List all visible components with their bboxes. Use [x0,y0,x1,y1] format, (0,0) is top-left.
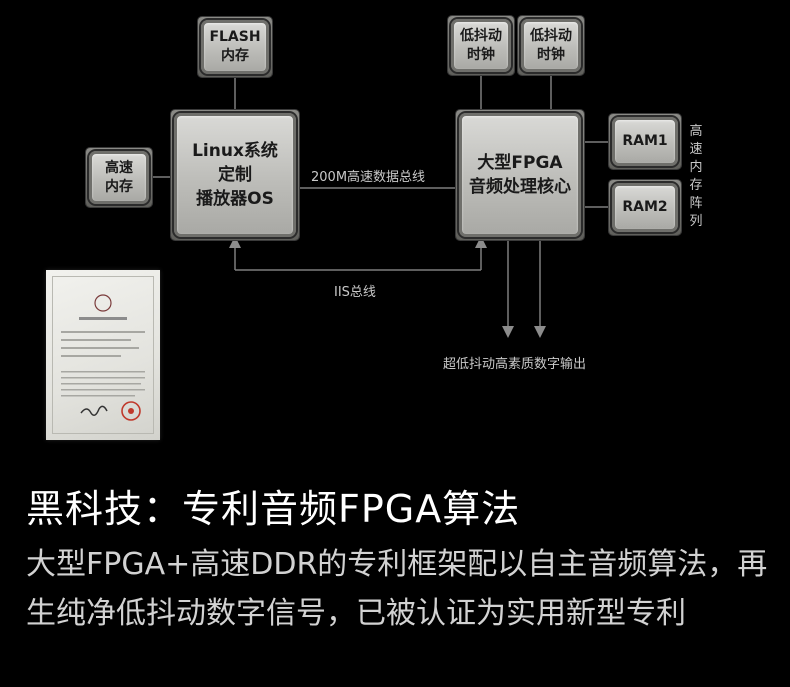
linux-os-label: Linux系统 定制 播放器OS [192,141,278,209]
high-speed-memory-label: 高速 内存 [105,159,133,195]
fpga-core-label: 大型FPGA 音频处理核心 [469,153,571,197]
system-block-diagram: FLASH 内存 低抖动 时钟 低抖动 时钟 高速 内存 Linux系统 定制 … [46,16,703,440]
ram2-box: RAM2 [612,183,678,232]
iis-bus-label: IIS总线 [334,285,376,300]
headline: 黑科技：专利音频FPGA算法 [26,487,521,531]
connector-lines [152,72,609,338]
patent-certificate-image [46,270,160,440]
low-jitter-clock-label-2: 低抖动 时钟 [530,27,572,63]
linux-os-box: Linux系统 定制 播放器OS [174,113,296,237]
low-jitter-clock-box-1: 低抖动 时钟 [451,19,511,72]
patent-certificate-drawing [61,294,145,421]
ram1-box: RAM1 [612,117,678,166]
ram1-label: RAM1 [622,133,668,149]
bus-200m-label: 200M高速数据总线 [311,170,426,185]
flash-memory-box: FLASH 内存 [201,20,269,74]
flash-memory-label: FLASH 内存 [209,29,261,64]
ram2-label: RAM2 [622,199,668,215]
low-jitter-clock-box-2: 低抖动 时钟 [521,19,581,72]
fpga-core-box: 大型FPGA 音频处理核心 [459,113,581,237]
high-speed-memory-box: 高速 内存 [89,151,149,204]
digital-output-label: 超低抖动高素质数字输出 [443,357,587,372]
description: 大型FPGA+高速DDR的专利框架配以自主音频算法，再生纯净低抖动数字信号，已被… [26,547,768,631]
low-jitter-clock-label-1: 低抖动 时钟 [460,27,502,63]
ram-array-label: 高速内存阵列 [689,124,703,229]
